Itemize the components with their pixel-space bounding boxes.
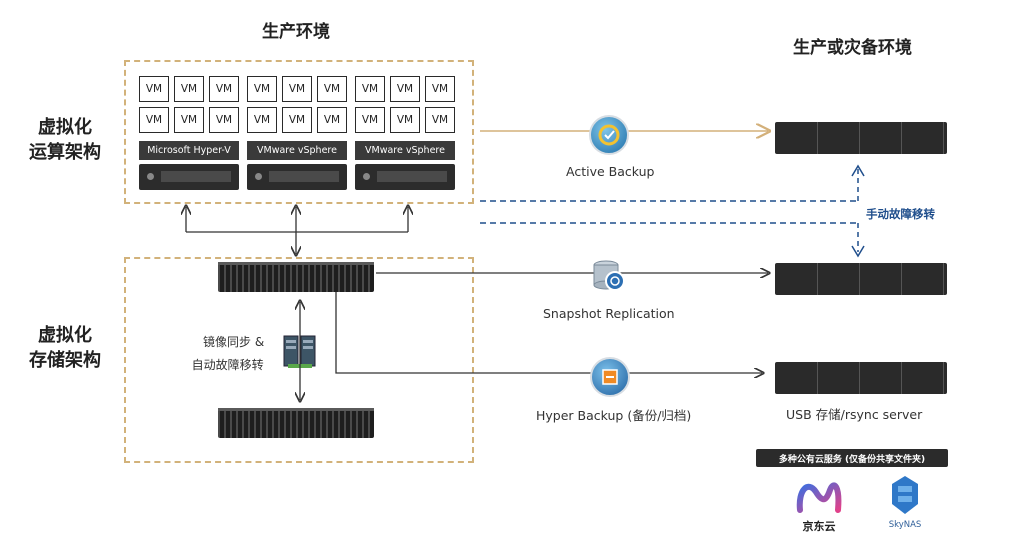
active-backup-label: Active Backup: [566, 164, 655, 179]
snapshot-replication-label: Snapshot Replication: [543, 306, 675, 321]
jd-cloud-logo: 京东云: [794, 476, 844, 534]
host-server: [139, 164, 239, 190]
host-group-vsphere-2: VM VM VM VM VM VM VMware vSphere: [355, 76, 455, 190]
compute-side-label: 虚拟化 运算架构: [20, 115, 110, 165]
vm-box: VM: [282, 76, 312, 102]
vm-box: VM: [139, 107, 169, 133]
production-title: 生产环境: [262, 22, 330, 42]
host-server: [355, 164, 455, 190]
usb-rsync-nas: [775, 362, 947, 394]
secondary-storage-server: [218, 408, 374, 438]
compute-zone: [124, 60, 474, 204]
host-group-hyperv: VM VM VM VM VM VM Microsoft Hyper-V: [139, 76, 239, 190]
skynas-logo: SkyNAS: [880, 474, 930, 534]
vm-box: VM: [390, 107, 420, 133]
vm-grid: VM VM VM VM VM VM: [247, 76, 347, 133]
vm-box: VM: [247, 107, 277, 133]
hyper-backup-icon: [590, 357, 630, 397]
mirror-line1: 镜像同步 &: [203, 335, 265, 349]
vm-box: VM: [174, 107, 204, 133]
mirror-text: 镜像同步 & 自动故障移转: [192, 333, 265, 373]
manual-failover-label: 手动故障移转: [866, 207, 935, 221]
storage-side-label: 虚拟化 存储架构: [20, 323, 110, 373]
hypervisor-label: VMware vSphere: [355, 141, 455, 160]
compute-label-line1: 虚拟化: [38, 117, 92, 138]
jd-cloud-label: 京东云: [802, 520, 836, 533]
dr-title: 生产或灾备环境: [793, 38, 912, 58]
compute-label-line2: 运算架构: [29, 142, 101, 163]
vm-box: VM: [209, 76, 239, 102]
vm-box: VM: [317, 76, 347, 102]
hypervisor-label: VMware vSphere: [247, 141, 347, 160]
mirror-line2: 自动故障移转: [191, 358, 264, 372]
skynas-mark: [892, 476, 918, 514]
active-backup-icon: [589, 115, 629, 155]
host-server: [247, 164, 347, 190]
vm-box: VM: [425, 107, 455, 133]
vm-box: VM: [355, 76, 385, 102]
dr-nas-2: [775, 263, 947, 295]
dr-nas-1: [775, 122, 947, 154]
vm-box: VM: [317, 107, 347, 133]
hypervisor-label: Microsoft Hyper-V: [139, 141, 239, 160]
storage-label-line2: 存储架构: [29, 350, 101, 371]
vm-box: VM: [247, 76, 277, 102]
vm-box: VM: [139, 76, 169, 102]
vm-grid: VM VM VM VM VM VM: [139, 76, 239, 133]
vm-box: VM: [282, 107, 312, 133]
skynas-label: SkyNAS: [888, 520, 922, 530]
usb-rsync-label: USB 存储/rsync server: [786, 407, 923, 422]
cloud-services-bar: 多种公有云服务 (仅备份共享文件夹): [756, 449, 948, 467]
vm-box: VM: [174, 76, 204, 102]
vm-box: VM: [390, 76, 420, 102]
vm-box: VM: [355, 107, 385, 133]
vm-box: VM: [209, 107, 239, 133]
host-group-vsphere-1: VM VM VM VM VM VM VMware vSphere: [247, 76, 347, 190]
vm-grid: VM VM VM VM VM VM: [355, 76, 455, 133]
storage-zone: [124, 257, 474, 463]
snapshot-replication-icon: [590, 258, 626, 294]
primary-storage-server: [218, 262, 374, 292]
jd-cloud-mark: [796, 482, 842, 513]
hyper-backup-label: Hyper Backup (备份/归档): [536, 408, 692, 423]
storage-label-line1: 虚拟化: [38, 325, 92, 346]
vm-box: VM: [425, 76, 455, 102]
hyper-backup-line: [335, 292, 762, 373]
